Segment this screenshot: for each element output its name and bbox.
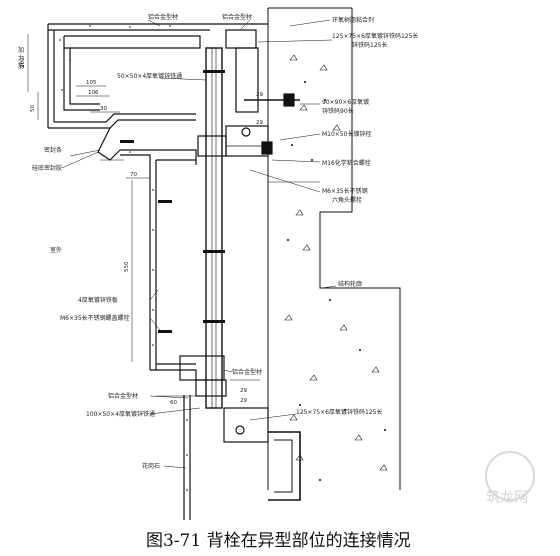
label-bracket-90-b: 锌铁码90长 [322, 107, 354, 115]
label-bolt-m6-a: M6×35长不锈钢 [322, 187, 368, 195]
label-side-3: 筋 [18, 62, 24, 70]
label-structure-edge: 结构轮廓 [338, 280, 362, 288]
dim-60: 60 [170, 400, 177, 406]
bolts [120, 70, 225, 333]
label-alu-top-2: 铝合金型材 [222, 13, 252, 21]
label-sealant-strip: 密封条 [44, 146, 62, 154]
dim-29c: 29 [240, 388, 247, 394]
steel-channel-vertical [205, 47, 223, 409]
concrete-structure [267, 7, 401, 490]
leaders [61, 19, 337, 469]
dim-105: 105 [86, 80, 97, 86]
label-bolt-m16: M16化学粘合螺栓 [322, 159, 371, 167]
dim-30: 30 [100, 106, 107, 112]
label-bolt-m10: M10×50长镀锌栓 [322, 130, 371, 138]
label-side-2: 力 [18, 54, 24, 62]
label-alu-bot: 铝合金型材 [108, 392, 138, 400]
dim-29d: 29 [240, 398, 247, 404]
label-granite: 花岗石 [142, 462, 160, 470]
stone-panel [47, 23, 268, 520]
dim-70: 70 [130, 172, 137, 178]
panel-stipple [59, 25, 188, 491]
dim-29b: 29 [256, 120, 263, 126]
label-epoxy: 环氧树脂粘合剂 [332, 16, 374, 24]
label-channel-bot: 100×50×4厚氧镀锌铁通 [86, 410, 155, 418]
watermark: 筑龙网 [485, 451, 535, 506]
mid-connection [197, 93, 300, 157]
label-bolt-m6-c: M6×35长不锈钢螺盖螺栓 [60, 314, 130, 322]
label-angle-top-2: 锌铁码125长 [352, 41, 387, 49]
figure-caption: 图3-71 背栓在异型部位的连接情况 [146, 531, 411, 551]
watermark-text: 筑龙网 [486, 490, 528, 506]
label-side-1: 加 [18, 46, 24, 54]
label-bracket-90: 90×90×6厚氧镀 [322, 98, 369, 106]
dim-200: 200 [20, 57, 26, 68]
dimension-text: 200 50 105 106 30 29 29 70 550 29 29 60 [20, 57, 263, 406]
label-outdoor: 室外 [50, 246, 62, 254]
label-angle-top: 125×75×6厚氧镀锌铁码125长 [332, 32, 418, 40]
dim-106: 106 [88, 90, 99, 96]
dim-29a: 29 [256, 92, 263, 98]
label-alu-mid: 铝合金型材 [232, 368, 262, 376]
dim-50: 50 [30, 105, 36, 112]
dimension-lines [27, 34, 260, 397]
top-alu-profile [63, 29, 259, 113]
label-alu-top-1: 铝合金型材 [148, 13, 178, 21]
lower-connection [179, 355, 301, 501]
dim-550: 550 [124, 261, 130, 272]
label-steel-channel: 50×50×4厚氧镀锌铁通 [117, 72, 182, 80]
label-angle-bot: 125×75×6厚氧镀锌铁码125长 [296, 408, 382, 416]
label-bolt-m6-b: 六角头螺栓 [332, 196, 362, 204]
label-sealant: 硅底密封胶 [32, 164, 62, 172]
label-steel-plate: 4厚氧镀锌铁板 [78, 296, 118, 304]
labels: 铝合金型材 铝合金型材 环氧树脂粘合剂 125×75×6厚氧镀锌铁码125长 锌… [18, 13, 418, 470]
